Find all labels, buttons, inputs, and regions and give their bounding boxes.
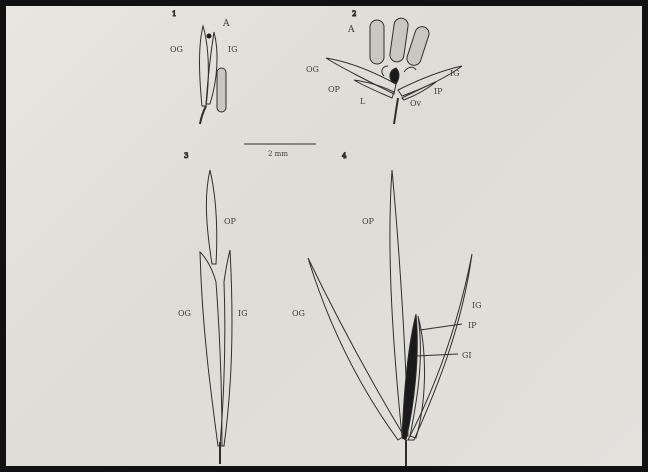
panel-4-label-outer-glume: OG <box>292 309 305 318</box>
panel-1-stigma <box>207 34 212 39</box>
panel-3: 3 <box>184 152 232 464</box>
panel-2-stigma-right <box>404 67 416 72</box>
panel-2: 2 <box>326 10 462 124</box>
panel-4-label-grain: GI <box>462 351 472 360</box>
panel-2-label-inner-glume: IG <box>450 69 460 78</box>
panel-1-stalk <box>200 106 206 124</box>
panel-2-anther-right <box>405 25 431 67</box>
panel-3-inner-glume <box>220 250 232 446</box>
panel-2-label-lodicule: L <box>360 97 366 106</box>
panel-3-label-outer-palea: OP <box>224 217 237 226</box>
panel-3-outer-palea <box>206 170 216 264</box>
panel-4-label-inner-palea: IP <box>468 321 477 330</box>
panel-4-label-outer-palea: OP <box>362 217 375 226</box>
panel-2-inner-palea <box>402 82 436 100</box>
panel-2-ovary <box>390 68 399 84</box>
panel-3-number: 3 <box>184 152 188 160</box>
scale-bar-label: 2 mm <box>268 150 288 158</box>
scale-bar: 2 mm <box>244 144 316 158</box>
panel-1-number: 1 <box>172 10 176 18</box>
panel-1: 1 <box>172 10 226 124</box>
panel-4: 4 <box>308 152 472 466</box>
panel-4-label-inner-glume: IG <box>472 301 482 310</box>
panel-2-anther-middle <box>389 17 409 63</box>
panel-2-label-outer-glume: OG <box>306 65 319 74</box>
panel-1-label-outer-glume: OG <box>170 45 183 54</box>
panel-1-anther <box>217 68 226 112</box>
panel-3-outer-glume <box>200 252 222 446</box>
panel-1-label-anther: A <box>222 19 230 29</box>
panel-2-stigma-left <box>382 66 388 76</box>
panel-4-number: 4 <box>342 152 347 160</box>
panel-2-label-outer-palea: OP <box>328 85 341 94</box>
panel-3-label-outer-glume: OG <box>178 309 191 318</box>
panel-3-label-inner-glume: IG <box>238 309 248 318</box>
panel-2-label-ovary: Ov <box>410 99 422 108</box>
panel-1-label-inner-glume: IG <box>228 45 238 54</box>
panel-2-label-inner-palea: IP <box>434 87 443 96</box>
panel-2-number: 2 <box>352 10 356 18</box>
botanical-plate: 1 A OG IG 2 A OG IG OP IP L Ov 2 mm 3 <box>6 6 642 466</box>
panel-2-label-anther: A <box>347 25 355 35</box>
panel-4-leader-gi <box>416 354 458 356</box>
panel-2-anther-left <box>370 20 384 64</box>
panel-4-outer-glume <box>308 258 404 440</box>
panel-2-stalk <box>394 98 398 124</box>
panel-2-outer-palea <box>354 80 394 98</box>
